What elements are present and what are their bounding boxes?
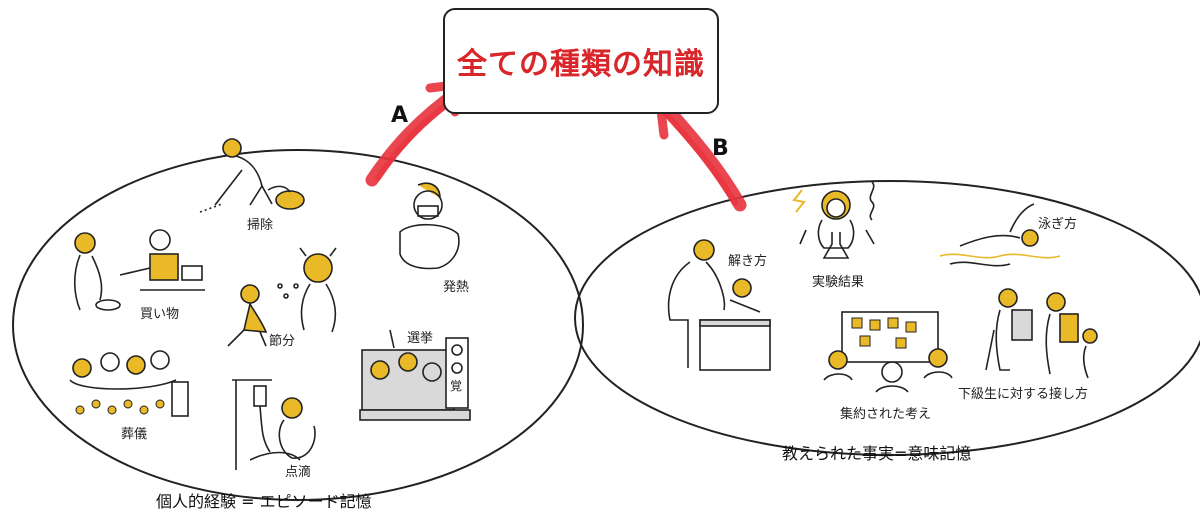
label-juniors: 下級生に対する接し方 xyxy=(958,387,1089,402)
label-shopping: 買い物 xyxy=(140,307,180,322)
experiment-illustration xyxy=(792,181,875,259)
semantic-caption: 教えられた事実=意味記憶 xyxy=(782,444,972,463)
label-ideas: 集約された考え xyxy=(840,407,932,422)
fever-illustration xyxy=(399,182,460,270)
label-setsubun: 節分 xyxy=(269,334,296,349)
election-illustration xyxy=(359,329,471,421)
label-solution: 解き方 xyxy=(728,254,768,269)
title-text: 全ての種類の知識 xyxy=(457,47,705,82)
label-drip: 点滴 xyxy=(285,465,312,480)
swimming-illustration xyxy=(939,203,1061,267)
label-fever: 発熱 xyxy=(443,280,470,295)
cleaning-illustration xyxy=(199,138,305,213)
label-election: 選挙 xyxy=(407,331,434,346)
title-box: 全ての種類の知識 xyxy=(443,8,719,114)
shopping-illustration xyxy=(73,229,205,311)
label-funeral: 葬儀 xyxy=(121,427,148,442)
election-sign-text: 覚 xyxy=(450,379,463,393)
funeral-illustration xyxy=(69,350,189,417)
setsubun-illustration xyxy=(227,247,337,347)
label-cleaning: 掃除 xyxy=(247,218,274,233)
semantic-ellipse xyxy=(574,180,1200,456)
juniors-illustration xyxy=(985,288,1098,379)
drip-illustration xyxy=(232,379,316,470)
arrow-b-label: B xyxy=(712,136,729,161)
episodic-ellipse xyxy=(12,149,584,501)
solution-illustration xyxy=(667,239,771,371)
label-experiment: 実験結果 xyxy=(812,275,865,290)
ideas-illustration xyxy=(823,311,953,393)
label-swimming: 泳ぎ方 xyxy=(1038,217,1078,232)
arrow-a-label: A xyxy=(391,103,409,128)
episodic-caption: 個人的経験 = エピソード記憶 xyxy=(156,492,372,511)
